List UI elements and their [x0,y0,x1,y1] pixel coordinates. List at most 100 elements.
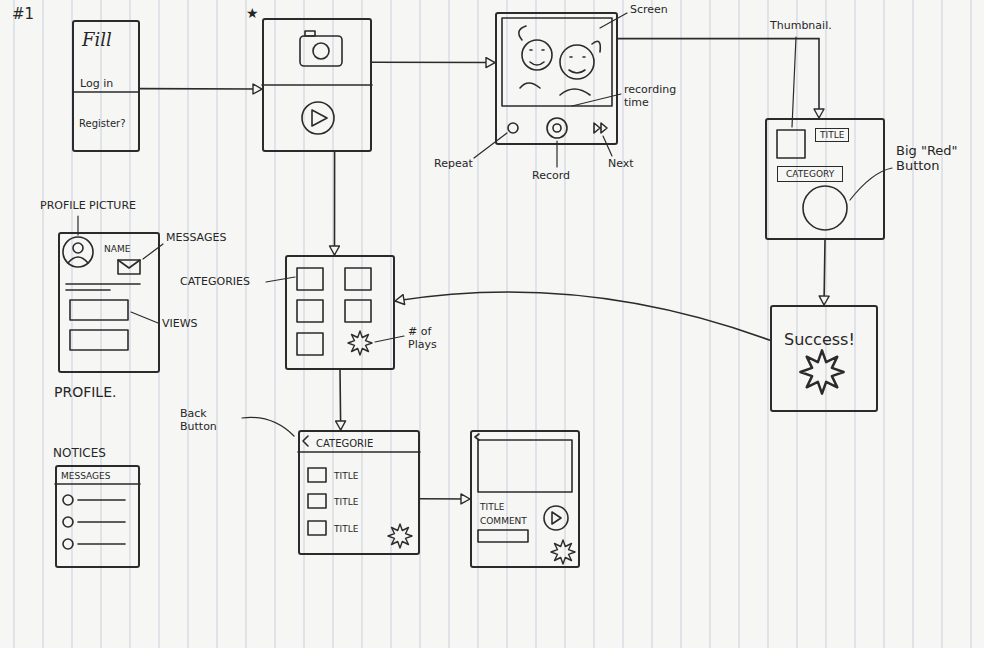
callout-label: Screen [630,4,668,17]
video-box [478,440,572,492]
screen-text: CATEGORIE [316,438,373,450]
flow-arrow [372,61,495,63]
comment-box [478,530,528,542]
callout-label: Big "Red" Button [896,144,976,174]
screen-text: TITLE [334,471,358,481]
leader-line [600,13,627,28]
list-dot [63,517,73,527]
flow-arrow [334,152,336,255]
header-line [55,483,140,485]
categories-screen [285,255,395,370]
leader-line [474,133,507,158]
play-triangle [312,110,327,126]
camera-flash [305,31,315,36]
callout-label: CATEGORIES [180,276,250,289]
back-arrow [475,434,479,440]
camera-lens [313,43,329,59]
leader-line [131,312,158,323]
back-arrow [303,436,308,446]
callout-label: Thumbnail. [770,20,832,33]
camera-view [502,18,612,106]
flow-arrow [395,292,770,340]
flow-arrow [339,370,341,430]
screen-sketches [55,18,847,564]
record-button [547,118,567,138]
callout-label: PROFILE PICTURE [40,200,136,213]
starburst [551,540,575,564]
screen-heading: PROFILE. [54,384,116,400]
envelope-flap [118,260,140,268]
record-dot [553,124,561,132]
callout-label: MESSAGES [166,232,226,245]
screen-heading: ★ [246,5,259,21]
input-line [74,91,138,93]
thumbnail-box [777,130,805,158]
callout-label: Back Button [180,408,240,433]
profile-screen: NAMEPROFILE. [58,232,160,373]
starburst [348,331,372,355]
screen-text: Register? [79,118,125,130]
list-dot [63,539,73,549]
list-line [78,521,125,523]
view-box [70,300,128,320]
category-tile [297,300,323,322]
callout-label: Record [532,170,570,183]
leader-line [792,37,796,127]
play-icon [302,102,334,134]
divider [262,84,372,86]
callout-label: recording time [624,84,688,109]
login-screen: FillLog inRegister? [72,20,140,152]
screen-text: COMMENT [480,516,527,526]
flow-arrow [824,240,825,305]
text-line [66,289,110,291]
thumb-box [308,521,326,535]
screen-text: CATEGORY [777,166,843,182]
header-line [298,451,420,453]
flow-arrow [140,88,262,90]
screen-text: TITLE [480,502,504,512]
leader-line [266,277,295,282]
avatar [63,237,93,267]
success-screen: Success! [770,305,878,412]
screen-text: TITLE [815,128,849,142]
leader-line [850,168,892,200]
screen-text: Success! [784,331,855,349]
thumb-box [308,468,326,482]
callout-label: Repeat [434,158,473,171]
red-button [803,186,847,230]
category-tile [345,300,371,322]
list-dot [63,495,73,505]
upload-screen: TITLE CATEGORY [765,118,885,240]
next-button [594,123,607,133]
screen-text: NAME [104,244,130,254]
leader-line [242,417,294,436]
callout-label: #1 [12,6,34,23]
starburst [800,350,843,393]
screen-text: TITLE [334,497,358,507]
screen-text: Fill [82,30,112,51]
callout-label: # of Plays [408,326,460,351]
face-details [519,26,601,95]
home-screen: ★ [262,18,372,152]
repeat-button [508,123,518,133]
category-tile [297,333,323,355]
record-screen [495,12,618,145]
thumb-box [308,494,326,508]
screen-heading: NOTICES [53,447,106,461]
list-line [78,499,125,501]
text-line [66,283,140,285]
notices-screen: NOTICESMESSAGES [55,465,140,568]
callout-label: Next [608,158,634,171]
leader-lines [78,13,892,436]
flow-arrow [420,498,470,500]
play-icon [544,506,568,530]
avatar-head [73,243,83,253]
leader-line [143,244,163,259]
category-tile [297,268,323,290]
screen-text: TITLE [334,524,358,534]
leader-line [375,336,404,342]
